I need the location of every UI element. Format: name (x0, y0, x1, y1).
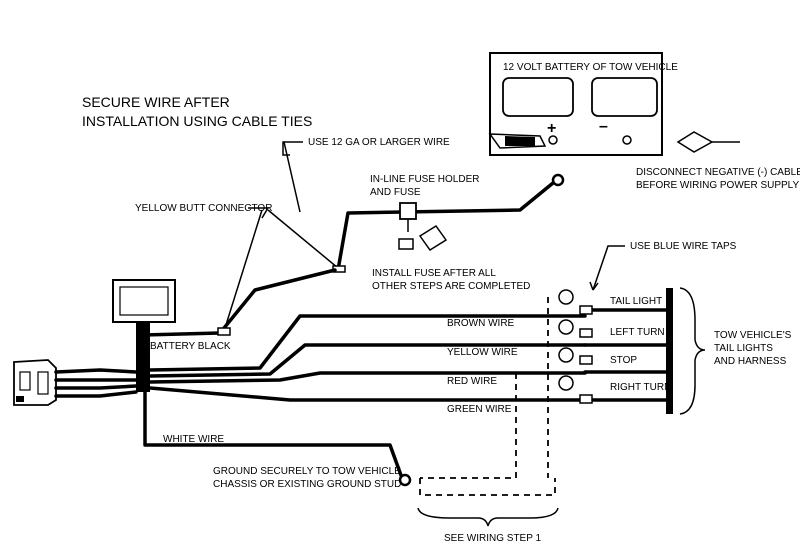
wire-tap-icon (558, 289, 574, 305)
butt-connector-label: YELLOW BUTT CONNECTOR (135, 203, 272, 214)
white-wire-label: WHITE WIRE (163, 434, 224, 445)
harness-line-3: AND HARNESS (714, 356, 787, 367)
harness-brace (679, 287, 706, 415)
disconnect-line-1: DISCONNECT NEGATIVE (-) CABLE (636, 167, 800, 178)
white-wire (143, 390, 404, 480)
tap-label-stop: STOP (610, 355, 637, 366)
disconnect-line-2: BEFORE WIRING POWER SUPPLY (636, 180, 799, 191)
install-fuse-line-1: INSTALL FUSE AFTER ALL (372, 268, 496, 279)
title-line-2: INSTALLATION USING CABLE TIES (82, 113, 312, 129)
battery-black-wire (141, 268, 337, 337)
ring-terminal-icon (551, 173, 565, 187)
tap-label-left-turn: LEFT TURN (610, 327, 665, 338)
butt-connector-lower-icon (217, 327, 231, 336)
negative-clamp-icon (676, 131, 714, 153)
tap-connector-icon (579, 355, 593, 365)
blue-taps-label: USE BLUE WIRE TAPS (630, 241, 737, 252)
harness-line-2: TAIL LIGHTS (714, 343, 773, 354)
ground-stud-icon (398, 473, 412, 487)
gauge-leader-line (283, 141, 301, 213)
positive-terminal (548, 135, 558, 145)
fuse-cap-icon (418, 224, 448, 252)
battery-cell-right (591, 77, 658, 117)
plug-wire-3 (54, 384, 138, 390)
battery-black-label: BATTERY BLACK (150, 341, 231, 352)
tap-label-right-turn: RIGHT TURN (610, 382, 671, 393)
see-step-label: SEE WIRING STEP 1 (444, 533, 541, 544)
fuse-holder-line-2: AND FUSE (370, 187, 421, 198)
wire-label-yellow: YELLOW WIRE (447, 347, 518, 358)
negative-sign: – (599, 118, 608, 135)
tap-connector-icon (579, 328, 593, 338)
red-wire (148, 371, 587, 384)
title-line-1: SECURE WIRE AFTER (82, 94, 230, 110)
tap-label-tail-light: TAIL LIGHT (610, 296, 662, 307)
butt-leader-top (248, 207, 270, 219)
blue-taps-leader (592, 245, 625, 291)
fuse-icon (398, 238, 414, 250)
wire-label-brown: BROWN WIRE (447, 318, 515, 329)
yellow-wire (148, 343, 587, 378)
butt-leader-2 (267, 209, 339, 269)
wire-tap-icon (558, 319, 574, 335)
battery-cell-left (502, 77, 574, 117)
gauge-label: USE 12 GA OR LARGER WIRE (308, 137, 450, 148)
wire-label-green: GREEN WIRE (447, 404, 512, 415)
positive-sign: + (547, 120, 556, 137)
dashed-bracket (419, 478, 556, 496)
wire-label-red: RED WIRE (447, 376, 497, 387)
battery-label: 12 VOLT BATTERY OF TOW VEHICLE (503, 62, 678, 73)
power-wire (336, 181, 555, 272)
negative-terminal (622, 135, 632, 145)
harness-line-1: TOW VEHICLE'S (714, 330, 792, 341)
green-wire (148, 386, 582, 402)
see-step-brace (417, 507, 559, 527)
tap-connector-icon (579, 305, 593, 315)
plug-wire-4 (54, 390, 138, 398)
plug-wire-1 (54, 368, 138, 374)
fuse-holder-line-1: IN-LINE FUSE HOLDER (370, 174, 479, 185)
fuse-holder-icon (399, 202, 417, 220)
brown-wire (148, 314, 587, 372)
wire-tap-icon (558, 375, 574, 391)
ground-line-1: GROUND SECURELY TO TOW VEHICLE (213, 466, 401, 477)
converter-face (119, 286, 169, 316)
wire-tap-icon (558, 347, 574, 363)
harness-bundle (136, 322, 150, 392)
tail-light-harness-bar (666, 288, 673, 414)
battery: 12 VOLT BATTERY OF TOW VEHICLE + – (488, 52, 740, 156)
install-fuse-line-2: OTHER STEPS ARE COMPLETED (372, 281, 530, 292)
tap-connector-icon (579, 394, 593, 404)
wire-taps (558, 289, 593, 404)
trailer-plug-icon (13, 359, 57, 406)
butt-leader-1 (224, 209, 263, 329)
ground-line-2: CHASSIS OR EXISTING GROUND STUD (213, 479, 401, 490)
positive-clamp-body (505, 136, 535, 146)
dashed-ground-path (420, 373, 517, 479)
